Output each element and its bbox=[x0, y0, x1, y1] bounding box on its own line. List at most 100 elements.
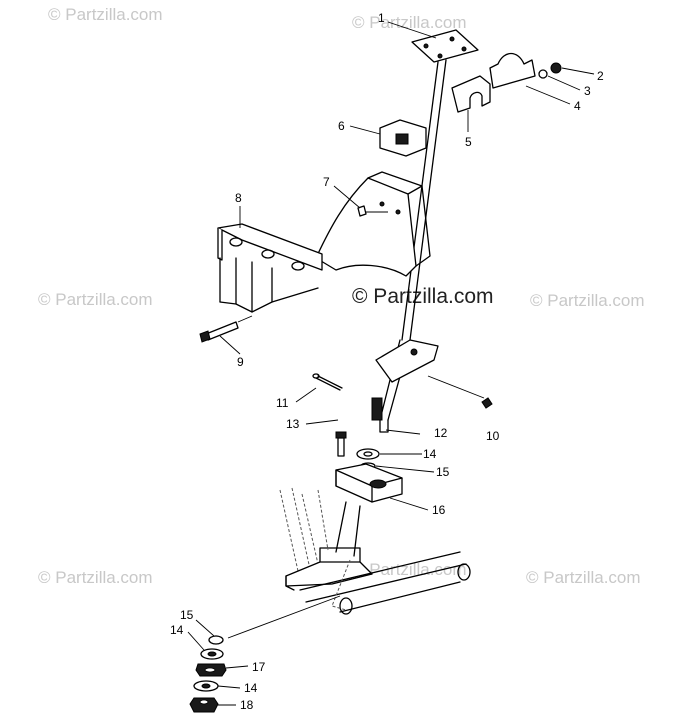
watermark-layer: © Partzilla.com © Partzilla.com © Partzi… bbox=[38, 5, 645, 587]
washer-14b-hole bbox=[207, 651, 217, 657]
callout-5: 5 bbox=[465, 135, 472, 149]
callout-15-upper: 15 bbox=[436, 465, 450, 479]
callout-10: 10 bbox=[486, 429, 500, 443]
castle-nut-part-18 bbox=[189, 697, 219, 713]
watermark-bottom-center: © Partzilla.com bbox=[352, 560, 467, 579]
leader-15b bbox=[195, 619, 215, 637]
callout-leaders bbox=[187, 21, 595, 706]
frame-mount-top bbox=[319, 547, 361, 563]
leader-16 bbox=[389, 497, 429, 511]
leader-9 bbox=[219, 335, 241, 355]
pin-hardware bbox=[312, 373, 347, 457]
leader-6 bbox=[349, 125, 381, 135]
watermark-bottom-left: © Partzilla.com bbox=[38, 568, 153, 587]
cotter-part-10 bbox=[481, 397, 493, 409]
block-part-6 bbox=[379, 119, 427, 157]
steering-post-shaft-left bbox=[401, 61, 439, 341]
plate-hole-1 bbox=[423, 43, 429, 49]
plate-hole-4 bbox=[461, 46, 467, 52]
clamp-part-4 bbox=[489, 52, 536, 89]
callout-15-lower: 15 bbox=[180, 608, 194, 622]
dash-bracket-legs bbox=[219, 257, 273, 313]
callout-14-lower-a: 14 bbox=[170, 623, 184, 637]
leader-11 bbox=[295, 387, 317, 403]
callout-6: 6 bbox=[338, 119, 345, 133]
watermark-top-left: © Partzilla.com bbox=[48, 5, 163, 24]
clamp-assembly bbox=[451, 52, 562, 132]
frame-ghost-bracket bbox=[331, 559, 351, 611]
leader-1 bbox=[387, 21, 437, 39]
dash-bracket-top bbox=[217, 223, 323, 271]
callout-9: 9 bbox=[237, 355, 244, 369]
dash-bracket-hole-1 bbox=[229, 237, 243, 247]
callout-1: 1 bbox=[378, 11, 385, 25]
steering-post-thread bbox=[371, 397, 383, 421]
bracket-hole-1 bbox=[379, 201, 385, 207]
leader-12 bbox=[385, 429, 421, 435]
bracket-plate-body bbox=[315, 177, 417, 277]
steering-post-shaft-right bbox=[409, 59, 447, 341]
watermark-bottom-right: © Partzilla.com bbox=[526, 568, 641, 587]
steering-block-body bbox=[335, 463, 403, 503]
lower-stack-leader bbox=[227, 595, 341, 639]
bolt-9-leader bbox=[237, 315, 253, 323]
callout-labels: 1 2 3 4 5 6 7 8 9 10 11 12 13 14 15 16 1… bbox=[170, 11, 604, 712]
leader-14b bbox=[187, 631, 205, 651]
callout-17: 17 bbox=[252, 660, 266, 674]
steering-arm-plate bbox=[375, 339, 439, 383]
bolt-part-13 bbox=[337, 437, 345, 457]
bracket-plate-top bbox=[367, 171, 423, 187]
bracket-plate-side bbox=[407, 185, 431, 267]
steering-arm bbox=[375, 339, 493, 409]
nut-18-hole bbox=[199, 699, 209, 705]
watermark-center: © Partzilla.com bbox=[352, 285, 494, 308]
leader-14c bbox=[217, 685, 241, 689]
callout-3: 3 bbox=[584, 84, 591, 98]
washer-part-14a bbox=[356, 448, 380, 460]
callout-4: 4 bbox=[574, 99, 581, 113]
leader-7 bbox=[333, 185, 361, 209]
steering-block-hole bbox=[369, 479, 387, 489]
dash-bracket-bottom bbox=[219, 287, 319, 313]
leader-3 bbox=[547, 75, 581, 91]
callout-13: 13 bbox=[286, 417, 300, 431]
callout-8: 8 bbox=[235, 191, 242, 205]
leader-4 bbox=[525, 85, 571, 105]
cotter-pin-eye bbox=[312, 373, 320, 379]
nut-part-2 bbox=[550, 62, 562, 74]
oring-part-15b bbox=[208, 635, 224, 645]
callout-16: 16 bbox=[432, 503, 446, 517]
lower-frame bbox=[279, 487, 471, 615]
watermark-top-center: © Partzilla.com bbox=[352, 13, 467, 32]
dash-bracket-part-8 bbox=[199, 223, 323, 343]
leader-13 bbox=[305, 419, 339, 425]
bracket-plate bbox=[315, 171, 431, 277]
steering-block-part-16 bbox=[335, 463, 403, 503]
washer-14c-hole bbox=[201, 683, 211, 689]
plate-hole-3 bbox=[437, 53, 443, 59]
bolt-part-7 bbox=[357, 205, 367, 217]
dash-bracket-hole-2 bbox=[261, 249, 275, 259]
clamp-half-part-5 bbox=[451, 75, 491, 113]
watermark-mid-left: © Partzilla.com bbox=[38, 290, 153, 309]
plate-hole-2 bbox=[449, 36, 455, 42]
callout-12: 12 bbox=[434, 426, 448, 440]
frame-mount bbox=[285, 561, 373, 587]
dash-bracket-flange bbox=[217, 228, 223, 261]
callout-14-lower-b: 14 bbox=[244, 681, 258, 695]
frame-rail-end-1 bbox=[457, 563, 471, 581]
dash-bracket-hole-3 bbox=[291, 261, 305, 271]
leader-17 bbox=[225, 665, 249, 669]
bolt-head-9 bbox=[199, 330, 211, 343]
callout-14-upper: 14 bbox=[423, 447, 437, 461]
frame-ghost-lines bbox=[279, 487, 329, 581]
callout-7: 7 bbox=[323, 175, 330, 189]
washer-part-3 bbox=[538, 69, 548, 79]
leader-2 bbox=[561, 67, 595, 75]
steering-post-end bbox=[379, 419, 389, 433]
washer-14a-hole bbox=[363, 451, 373, 457]
callout-11: 11 bbox=[276, 396, 289, 410]
watermark-mid-right: © Partzilla.com bbox=[530, 291, 645, 310]
block-slot bbox=[395, 133, 409, 145]
